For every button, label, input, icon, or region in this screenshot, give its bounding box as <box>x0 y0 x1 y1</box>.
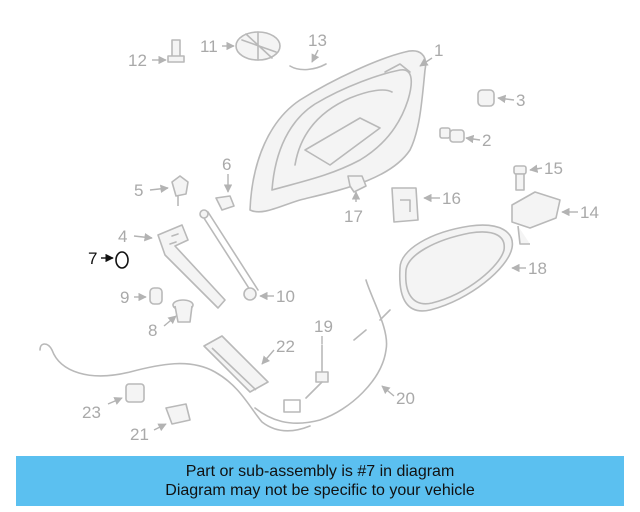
lower-cable-part <box>39 343 311 432</box>
bumper-part <box>172 299 194 323</box>
svg-text:15: 15 <box>544 159 563 178</box>
callout-13: 13 <box>308 31 327 63</box>
parts-diagram: 1 2 3 4 5 6 7 8 9 10 11 12 <box>39 31 599 444</box>
screw-part <box>513 165 527 191</box>
svg-text:14: 14 <box>580 203 599 222</box>
hinge-part <box>157 224 226 309</box>
callout-20: 20 <box>381 385 415 408</box>
svg-text:21: 21 <box>130 425 149 444</box>
bump-stop-part <box>439 127 465 143</box>
callout-15: 15 <box>529 159 563 178</box>
banner-line-1: Part or sub-assembly is #7 in diagram <box>185 463 455 480</box>
clamp-part <box>125 383 145 403</box>
svg-text:12: 12 <box>128 51 147 70</box>
callout-22: 22 <box>261 337 295 365</box>
striker-part <box>391 187 419 223</box>
cap-part <box>477 89 495 107</box>
svg-text:3: 3 <box>516 91 525 110</box>
callout-7: 7 <box>88 249 114 268</box>
latch-part <box>511 191 561 245</box>
glass-panel-part <box>398 224 514 312</box>
svg-text:6: 6 <box>222 155 231 174</box>
svg-text:11: 11 <box>200 37 218 56</box>
retainer-part <box>347 175 367 193</box>
plug-part <box>149 287 163 305</box>
callout-11: 11 <box>200 37 235 56</box>
callout-17: 17 <box>344 191 363 226</box>
release-cable-part <box>254 279 388 424</box>
clip-part <box>171 175 189 206</box>
svg-text:7: 7 <box>88 249 97 268</box>
svg-text:9: 9 <box>120 288 129 307</box>
gas-strut-part <box>199 209 259 301</box>
svg-text:19: 19 <box>314 317 333 336</box>
callout-21: 21 <box>130 423 167 444</box>
ball-stud-part <box>215 195 235 211</box>
callout-6: 6 <box>222 155 233 193</box>
bolt-part <box>167 39 185 63</box>
svg-text:13: 13 <box>308 31 327 50</box>
callout-1: 1 <box>419 41 443 67</box>
motor-part <box>235 31 281 61</box>
svg-text:18: 18 <box>528 259 547 278</box>
banner-line-2: Diagram may not be specific to your vehi… <box>165 482 475 499</box>
callout-9: 9 <box>120 288 147 307</box>
svg-text:22: 22 <box>276 337 295 356</box>
callout-23: 23 <box>82 397 123 422</box>
sensor-part <box>283 344 329 413</box>
callout-10: 10 <box>259 287 295 306</box>
callout-18: 18 <box>511 259 547 278</box>
callout-5: 5 <box>134 181 169 200</box>
svg-text:8: 8 <box>148 321 157 340</box>
svg-text:1: 1 <box>434 41 443 60</box>
trunk-lid-part <box>249 50 427 213</box>
rod-part <box>289 63 327 71</box>
callout-3: 3 <box>497 91 525 110</box>
callout-8: 8 <box>148 315 177 340</box>
bracket-part <box>165 403 191 425</box>
svg-text:16: 16 <box>442 189 461 208</box>
callout-12: 12 <box>128 51 167 70</box>
callout-2: 2 <box>465 131 491 150</box>
svg-text:10: 10 <box>276 287 295 306</box>
callout-16: 16 <box>423 189 461 208</box>
callout-14: 14 <box>561 203 599 222</box>
part-info-banner: Part or sub-assembly is #7 in diagram Di… <box>16 456 624 506</box>
svg-text:23: 23 <box>82 403 101 422</box>
svg-text:5: 5 <box>134 181 143 200</box>
callout-19: 19 <box>314 317 333 344</box>
svg-text:17: 17 <box>344 207 363 226</box>
grommet-part <box>115 251 129 269</box>
control-module-part <box>203 335 269 393</box>
svg-text:2: 2 <box>482 131 491 150</box>
svg-text:4: 4 <box>118 227 127 246</box>
svg-text:20: 20 <box>396 389 415 408</box>
callout-4: 4 <box>118 227 153 246</box>
